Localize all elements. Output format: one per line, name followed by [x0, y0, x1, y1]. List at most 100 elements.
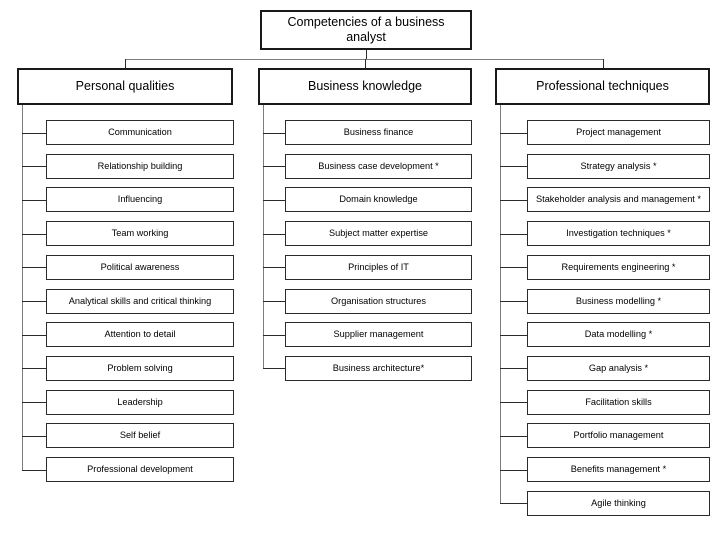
- leaf-stub-2-4: [263, 233, 285, 235]
- leaf-stub-3-10: [500, 435, 527, 437]
- leaf-stub-1-7: [22, 334, 46, 336]
- competency-label: Project management: [576, 127, 661, 138]
- competency-box: Political awareness: [46, 254, 234, 280]
- competency-label: Political awareness: [100, 261, 180, 272]
- column-heading-label: Business knowledge: [308, 79, 422, 94]
- leaf-stub-2-6: [263, 301, 285, 302]
- leaf-stub-3-12: [500, 503, 527, 505]
- competency-box: Team working: [46, 221, 234, 247]
- column-heading-3: Professional techniques: [495, 68, 710, 105]
- competency-box: Analytical skills and critical thinking: [46, 288, 234, 314]
- competency-label: Subject matter expertise: [328, 228, 429, 239]
- competency-box: Requirements engineering *: [527, 254, 710, 280]
- leaf-stub-2-3: [263, 199, 285, 201]
- competency-label: Leadership: [117, 396, 163, 407]
- competency-label: Analytical skills and critical thinking: [68, 295, 212, 306]
- leaf-stub-1-9: [22, 402, 46, 404]
- competency-label: Influencing: [117, 194, 163, 205]
- competency-box: Attention to detail: [46, 322, 234, 348]
- leaf-stub-3-3: [500, 199, 527, 201]
- competency-box: Investigation techniques *: [527, 221, 710, 247]
- leaf-stub-1-3: [22, 199, 46, 201]
- horizontal-bus-connector: [125, 59, 603, 60]
- diagram-title-label: Competencies of a business analyst: [287, 15, 445, 44]
- leaf-stub-1-8: [22, 368, 46, 370]
- leaf-stub-3-7: [500, 334, 527, 336]
- competency-box: Strategy analysis *: [527, 153, 710, 179]
- competency-label: Attention to detail: [104, 329, 176, 340]
- competency-box: Leadership: [46, 389, 234, 415]
- competency-box: Data modelling *: [527, 322, 710, 348]
- competency-box: Project management: [527, 120, 710, 145]
- competency-label: Gap analysis *: [588, 362, 649, 373]
- competency-label: Facilitation skills: [585, 396, 652, 407]
- competency-box: Gap analysis *: [527, 355, 710, 381]
- competency-box: Communication: [46, 120, 234, 145]
- competency-box: Problem solving: [46, 355, 234, 381]
- competency-box: Domain knowledge: [285, 187, 472, 213]
- competency-label: Professional development: [87, 464, 193, 475]
- competency-box: Stakeholder analysis and management *: [527, 187, 710, 213]
- competency-box: Facilitation skills: [527, 389, 710, 415]
- competency-box: Subject matter expertise: [285, 221, 472, 247]
- competency-label: Business finance: [343, 127, 414, 138]
- competency-box: Principles of IT: [285, 254, 472, 280]
- competency-label: Domain knowledge: [339, 194, 418, 205]
- competency-label: Team working: [111, 228, 169, 239]
- competency-box: Organisation structures: [285, 288, 472, 314]
- column-trunk-2: [263, 105, 264, 369]
- competency-label: Principles of IT: [348, 261, 409, 272]
- competency-box: Self belief: [46, 423, 234, 449]
- leaf-stub-3-5: [500, 267, 527, 269]
- competency-label: Supplier management: [333, 329, 424, 340]
- competency-label: Relationship building: [97, 160, 183, 171]
- competency-label: Investigation techniques *: [566, 228, 671, 239]
- competency-box: Relationship building: [46, 153, 234, 179]
- title-drop-connector: [366, 50, 367, 59]
- competency-box: Business modelling *: [527, 288, 710, 314]
- leaf-stub-2-7: [263, 334, 285, 336]
- column-heading-label: Personal qualities: [75, 79, 175, 94]
- leaf-stub-1-2: [22, 166, 46, 168]
- header-drop-connector-3: [602, 59, 604, 68]
- leaf-stub-3-6: [500, 301, 527, 302]
- leaf-stub-1-1: [22, 132, 46, 134]
- leaf-stub-1-4: [22, 233, 46, 235]
- leaf-stub-3-1: [500, 132, 527, 134]
- competency-label: Benefits management *: [570, 464, 667, 475]
- leaf-stub-2-8: [263, 368, 285, 370]
- diagram-title-box: Competencies of a business analyst: [260, 10, 472, 50]
- leaf-stub-1-6: [22, 301, 46, 302]
- competency-box: Business case development *: [285, 153, 472, 179]
- column-heading-label: Professional techniques: [536, 79, 669, 94]
- competency-label: Business modelling *: [575, 295, 662, 306]
- leaf-stub-3-9: [500, 402, 527, 404]
- competency-label: Communication: [108, 127, 172, 138]
- competency-box: Influencing: [46, 187, 234, 213]
- leaf-stub-3-8: [500, 368, 527, 370]
- leaf-stub-3-11: [500, 469, 527, 471]
- competency-box: Business architecture*: [285, 355, 472, 381]
- competency-box: Agile thinking: [527, 490, 710, 516]
- competency-box: Professional development: [46, 457, 234, 482]
- leaf-stub-2-2: [263, 166, 285, 168]
- column-heading-1: Personal qualities: [17, 68, 233, 105]
- competency-label: Organisation structures: [331, 295, 426, 306]
- column-trunk-3: [500, 105, 501, 504]
- competency-box: Benefits management *: [527, 457, 710, 482]
- competency-label: Agile thinking: [591, 497, 646, 508]
- leaf-stub-1-10: [22, 435, 46, 437]
- header-drop-connector-1: [125, 59, 126, 68]
- leaf-stub-1-5: [22, 267, 46, 269]
- leaf-stub-1-11: [22, 469, 46, 471]
- competency-label: Requirements engineering *: [561, 261, 676, 272]
- competency-label: Self belief: [119, 430, 161, 441]
- competency-label: Data modelling *: [584, 329, 653, 340]
- competency-label: Problem solving: [107, 362, 173, 373]
- competency-label: Business case development *: [318, 160, 439, 171]
- header-drop-connector-2: [365, 59, 366, 68]
- competency-box: Business finance: [285, 120, 472, 145]
- leaf-stub-3-4: [500, 233, 527, 235]
- competency-label: Strategy analysis *: [580, 160, 657, 171]
